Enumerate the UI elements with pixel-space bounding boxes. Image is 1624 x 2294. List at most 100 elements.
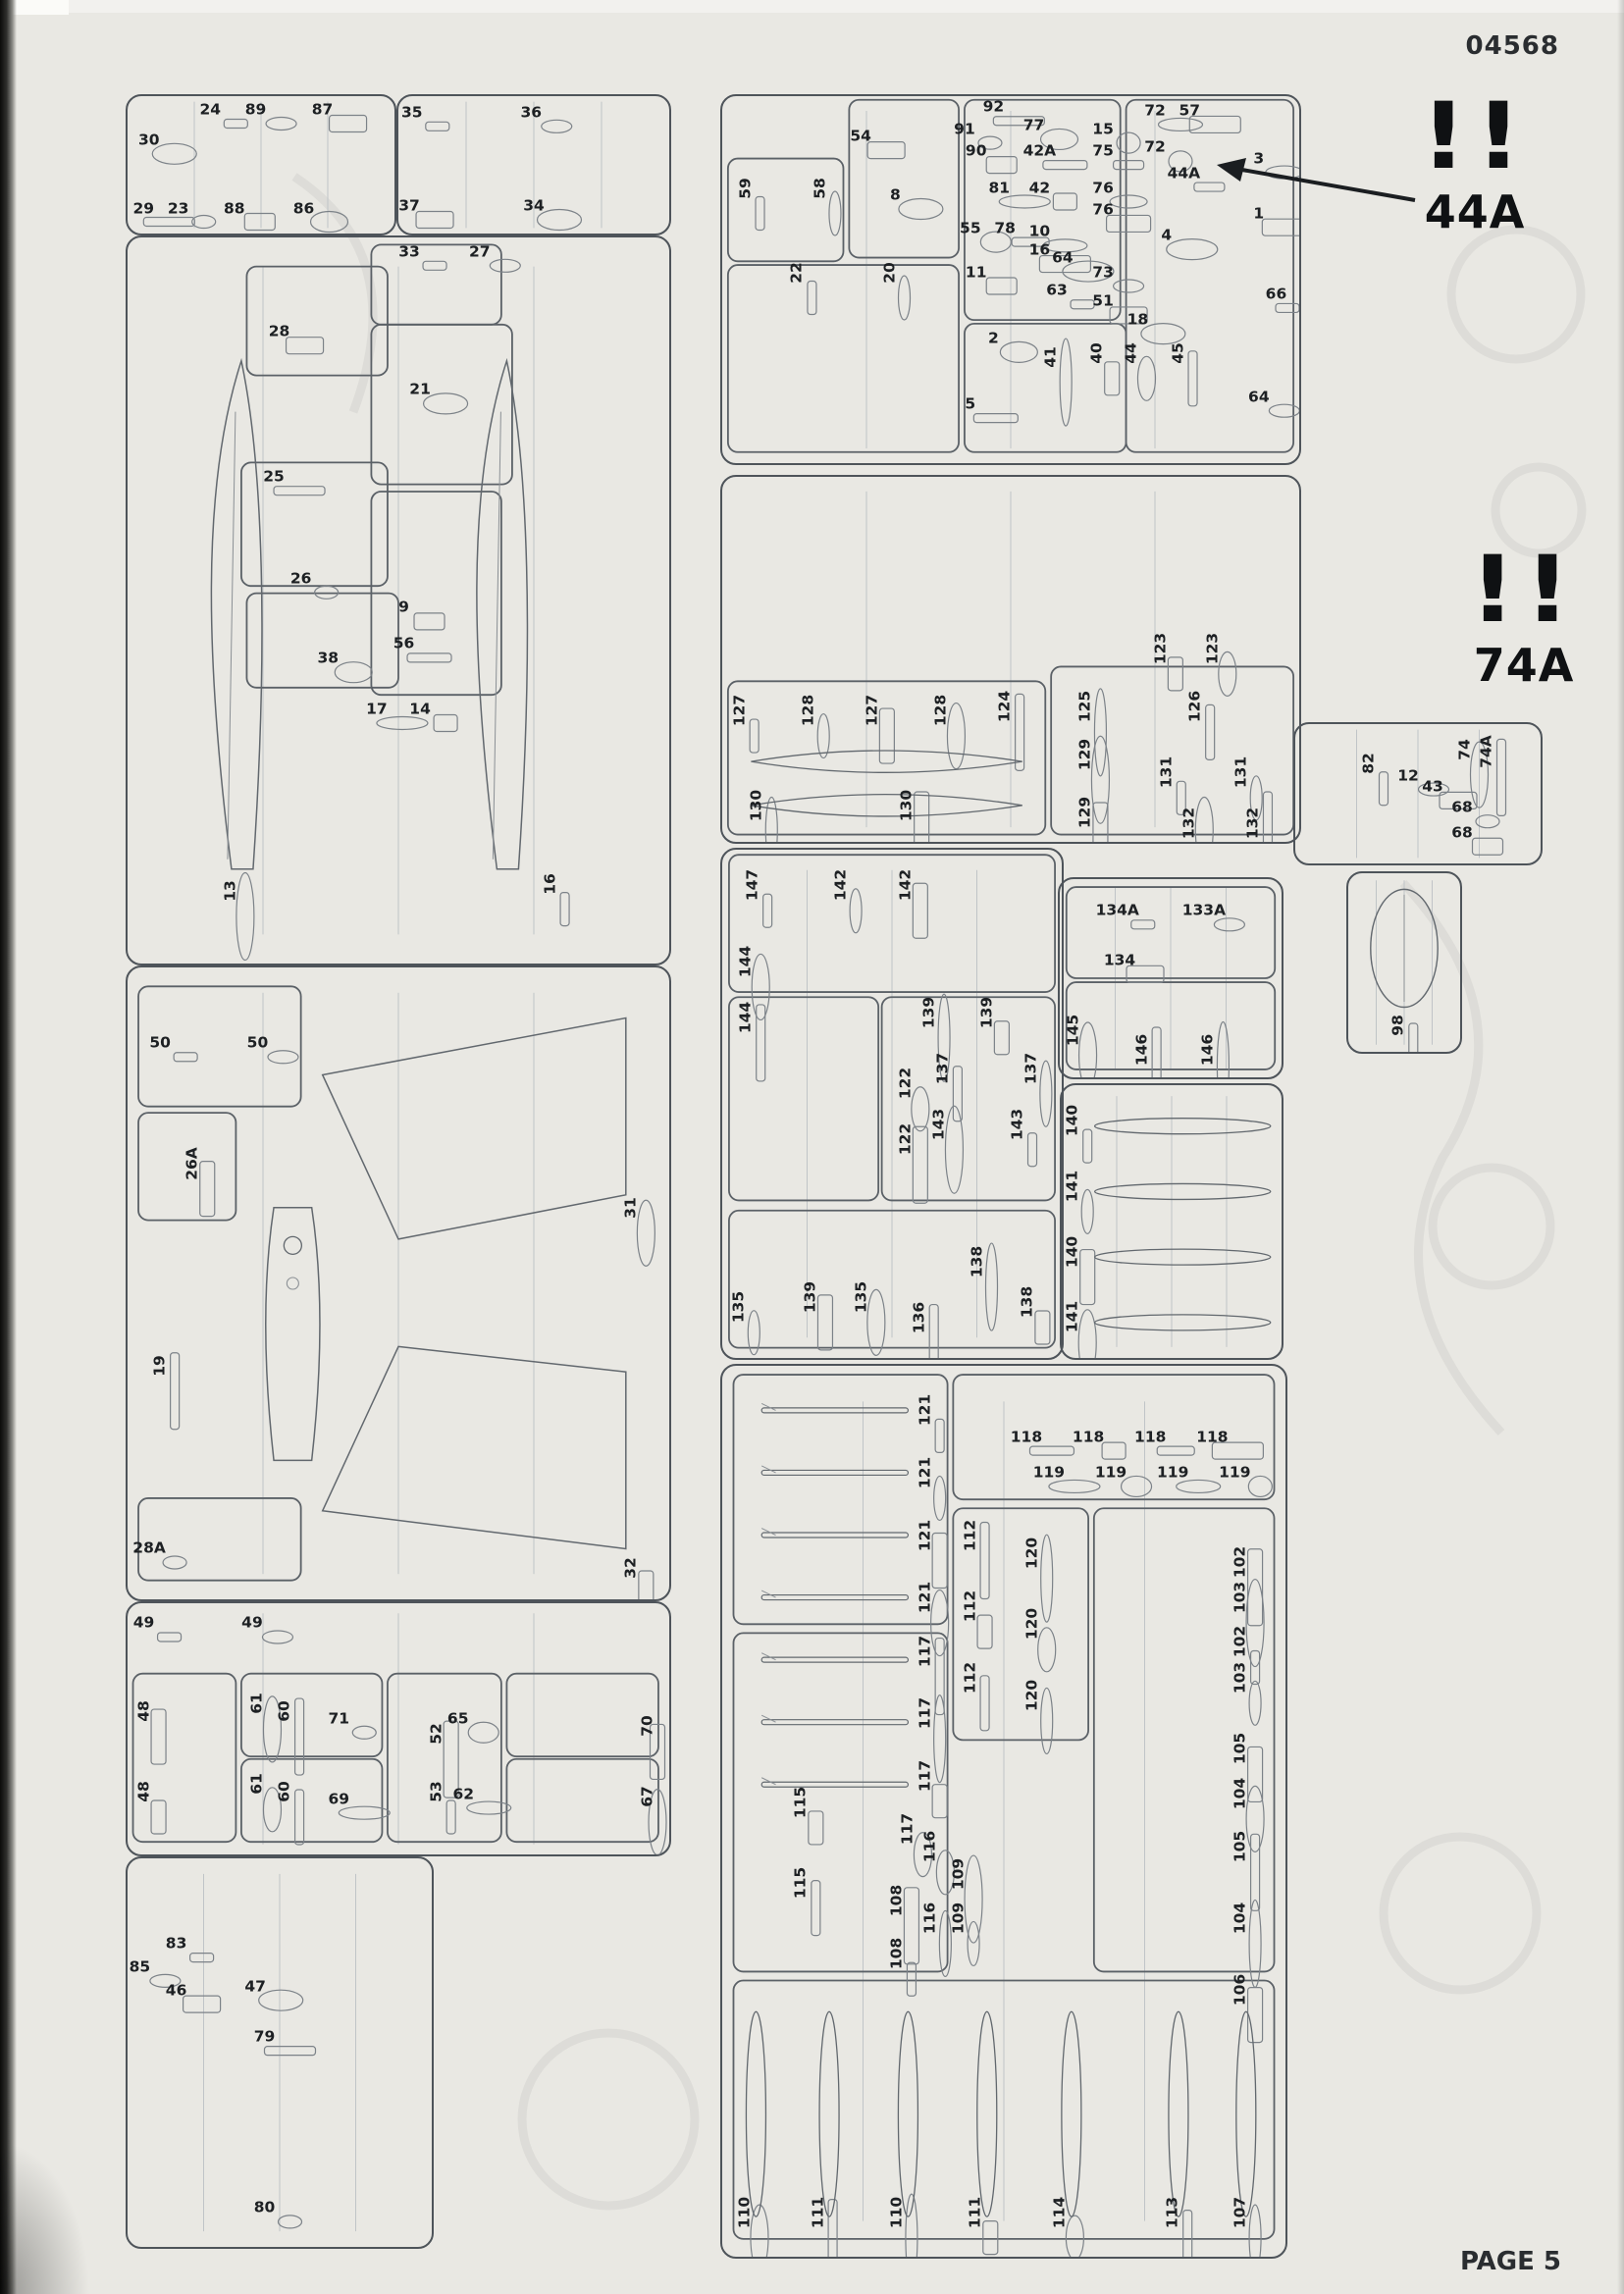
sprue-art <box>728 854 1056 1358</box>
part-number-label: 137 <box>933 1052 952 1084</box>
part-number-label: 103 <box>1231 1661 1249 1694</box>
part-number-label: 34 <box>523 196 545 215</box>
part-number-label: 110 <box>735 2196 754 2228</box>
part-number-label: 137 <box>1022 1052 1040 1084</box>
part-number-label: 132 <box>1243 808 1262 840</box>
part-number-label: 76 <box>1092 200 1114 219</box>
part-number-label: 87 <box>311 100 334 119</box>
part-number-label: 133A <box>1181 901 1227 919</box>
part-number-label: 50 <box>149 1033 171 1052</box>
part-number-label: 70 <box>638 1715 656 1738</box>
part-number-label: 25 <box>263 467 285 486</box>
sprue-art <box>142 101 368 234</box>
part-number-label: 102 <box>1231 1545 1249 1578</box>
part-number-label: 28A <box>132 1538 166 1557</box>
part-number-label: 140 <box>1063 1104 1081 1137</box>
part-number-label: 24 <box>199 100 222 119</box>
part-number-label: 75 <box>1092 141 1114 160</box>
part-number-label: 3 <box>1253 148 1265 167</box>
part-number-label: 76 <box>1092 178 1114 196</box>
sprue-art <box>1077 1096 1272 1358</box>
part-number-label: 79 <box>253 2027 276 2046</box>
part-number-label: 131 <box>1157 756 1175 789</box>
part-number-label: 134A <box>1095 901 1139 919</box>
part-number-label: 57 <box>1179 101 1201 120</box>
part-number-label: 89 <box>244 100 267 119</box>
part-number-label: 66 <box>1265 285 1287 303</box>
part-number-label: 50 <box>246 1033 269 1052</box>
part-number-label: 48 <box>133 1781 152 1802</box>
part-number-label: 36 <box>520 103 543 122</box>
part-number-label: 85 <box>129 1957 151 1976</box>
part-number-label: 51 <box>1092 291 1114 310</box>
product-code: 04568 <box>1465 31 1559 61</box>
part-number-label: 64 <box>1248 387 1270 405</box>
part-number-label: 125 <box>1075 691 1094 723</box>
exclamation-icon: !! <box>1469 537 1579 644</box>
scan-edge-top <box>0 0 1624 13</box>
part-number-label: 72 <box>1144 101 1166 120</box>
sprue-panel-canopy: 98 <box>1346 871 1462 1054</box>
part-number-label: 105 <box>1231 1733 1249 1765</box>
part-number-label: 98 <box>1388 1014 1407 1036</box>
part-number-label: 14 <box>409 700 431 718</box>
part-number-label: 1 <box>1253 203 1265 222</box>
part-number-label: 142 <box>831 869 850 902</box>
part-number-label: 74 <box>1454 738 1473 760</box>
part-number-label: 46 <box>165 1980 187 1999</box>
part-number-label: 135 <box>729 1291 748 1324</box>
part-number-label: 88 <box>224 199 245 218</box>
part-number-label: 120 <box>1022 1608 1040 1641</box>
warning-part-label: 44A <box>1424 184 1526 238</box>
part-number-label: 77 <box>1022 116 1045 134</box>
part-number-label: 49 <box>132 1613 155 1632</box>
part-number-label: 130 <box>897 789 916 821</box>
part-number-label: 53 <box>426 1781 445 1802</box>
part-number-label: 139 <box>919 996 938 1028</box>
part-number-label: 134 <box>1103 951 1136 969</box>
part-number-label: 128 <box>931 694 950 727</box>
part-number-label: 43 <box>1422 777 1443 796</box>
part-number-label: 69 <box>328 1789 350 1807</box>
part-number-label: 58 <box>811 177 829 199</box>
part-number-label: 118 <box>1072 1427 1105 1445</box>
warning-part-label: 74A <box>1473 638 1575 692</box>
part-number-label: 68 <box>1451 823 1473 841</box>
page-curl-shadow <box>0 2108 108 2294</box>
part-number-label: 113 <box>1163 2196 1181 2228</box>
part-number-label: 108 <box>887 1938 906 1970</box>
part-number-label: 130 <box>747 789 765 821</box>
part-number-label: 4 <box>1161 226 1173 244</box>
part-number-label: 117 <box>898 1812 917 1846</box>
part-number-label: 38 <box>317 649 340 667</box>
part-number-label: 118 <box>1010 1427 1043 1445</box>
part-number-label: 136 <box>909 1301 927 1333</box>
part-number-label: 45 <box>1168 342 1186 364</box>
part-number-label: 109 <box>949 1902 968 1935</box>
part-number-label: 19 <box>150 1354 169 1377</box>
part-number-label: 116 <box>920 1831 939 1863</box>
part-number-label: 90 <box>965 141 987 160</box>
exclamation-icon: !! <box>1420 83 1530 190</box>
part-number-label: 35 <box>401 103 423 122</box>
part-number-label: 117 <box>915 1759 933 1792</box>
part-number-label: 117 <box>915 1696 933 1730</box>
part-number-label: 18 <box>1126 310 1149 329</box>
part-number-label: 110 <box>887 2196 906 2228</box>
part-number-label: 10 <box>1028 222 1051 240</box>
part-number-label: 124 <box>995 691 1014 723</box>
sprue-art <box>210 243 570 962</box>
sprue-art <box>726 491 1295 842</box>
part-number-label: 32 <box>621 1557 640 1579</box>
part-number-label: 72 <box>1144 137 1166 156</box>
part-number-label: 82 <box>1359 752 1378 774</box>
part-number-label: 59 <box>735 177 754 199</box>
part-number-label: 115 <box>791 1866 810 1899</box>
page-number: PAGE 5 <box>1459 2247 1561 2276</box>
part-number-label: 92 <box>982 97 1005 116</box>
